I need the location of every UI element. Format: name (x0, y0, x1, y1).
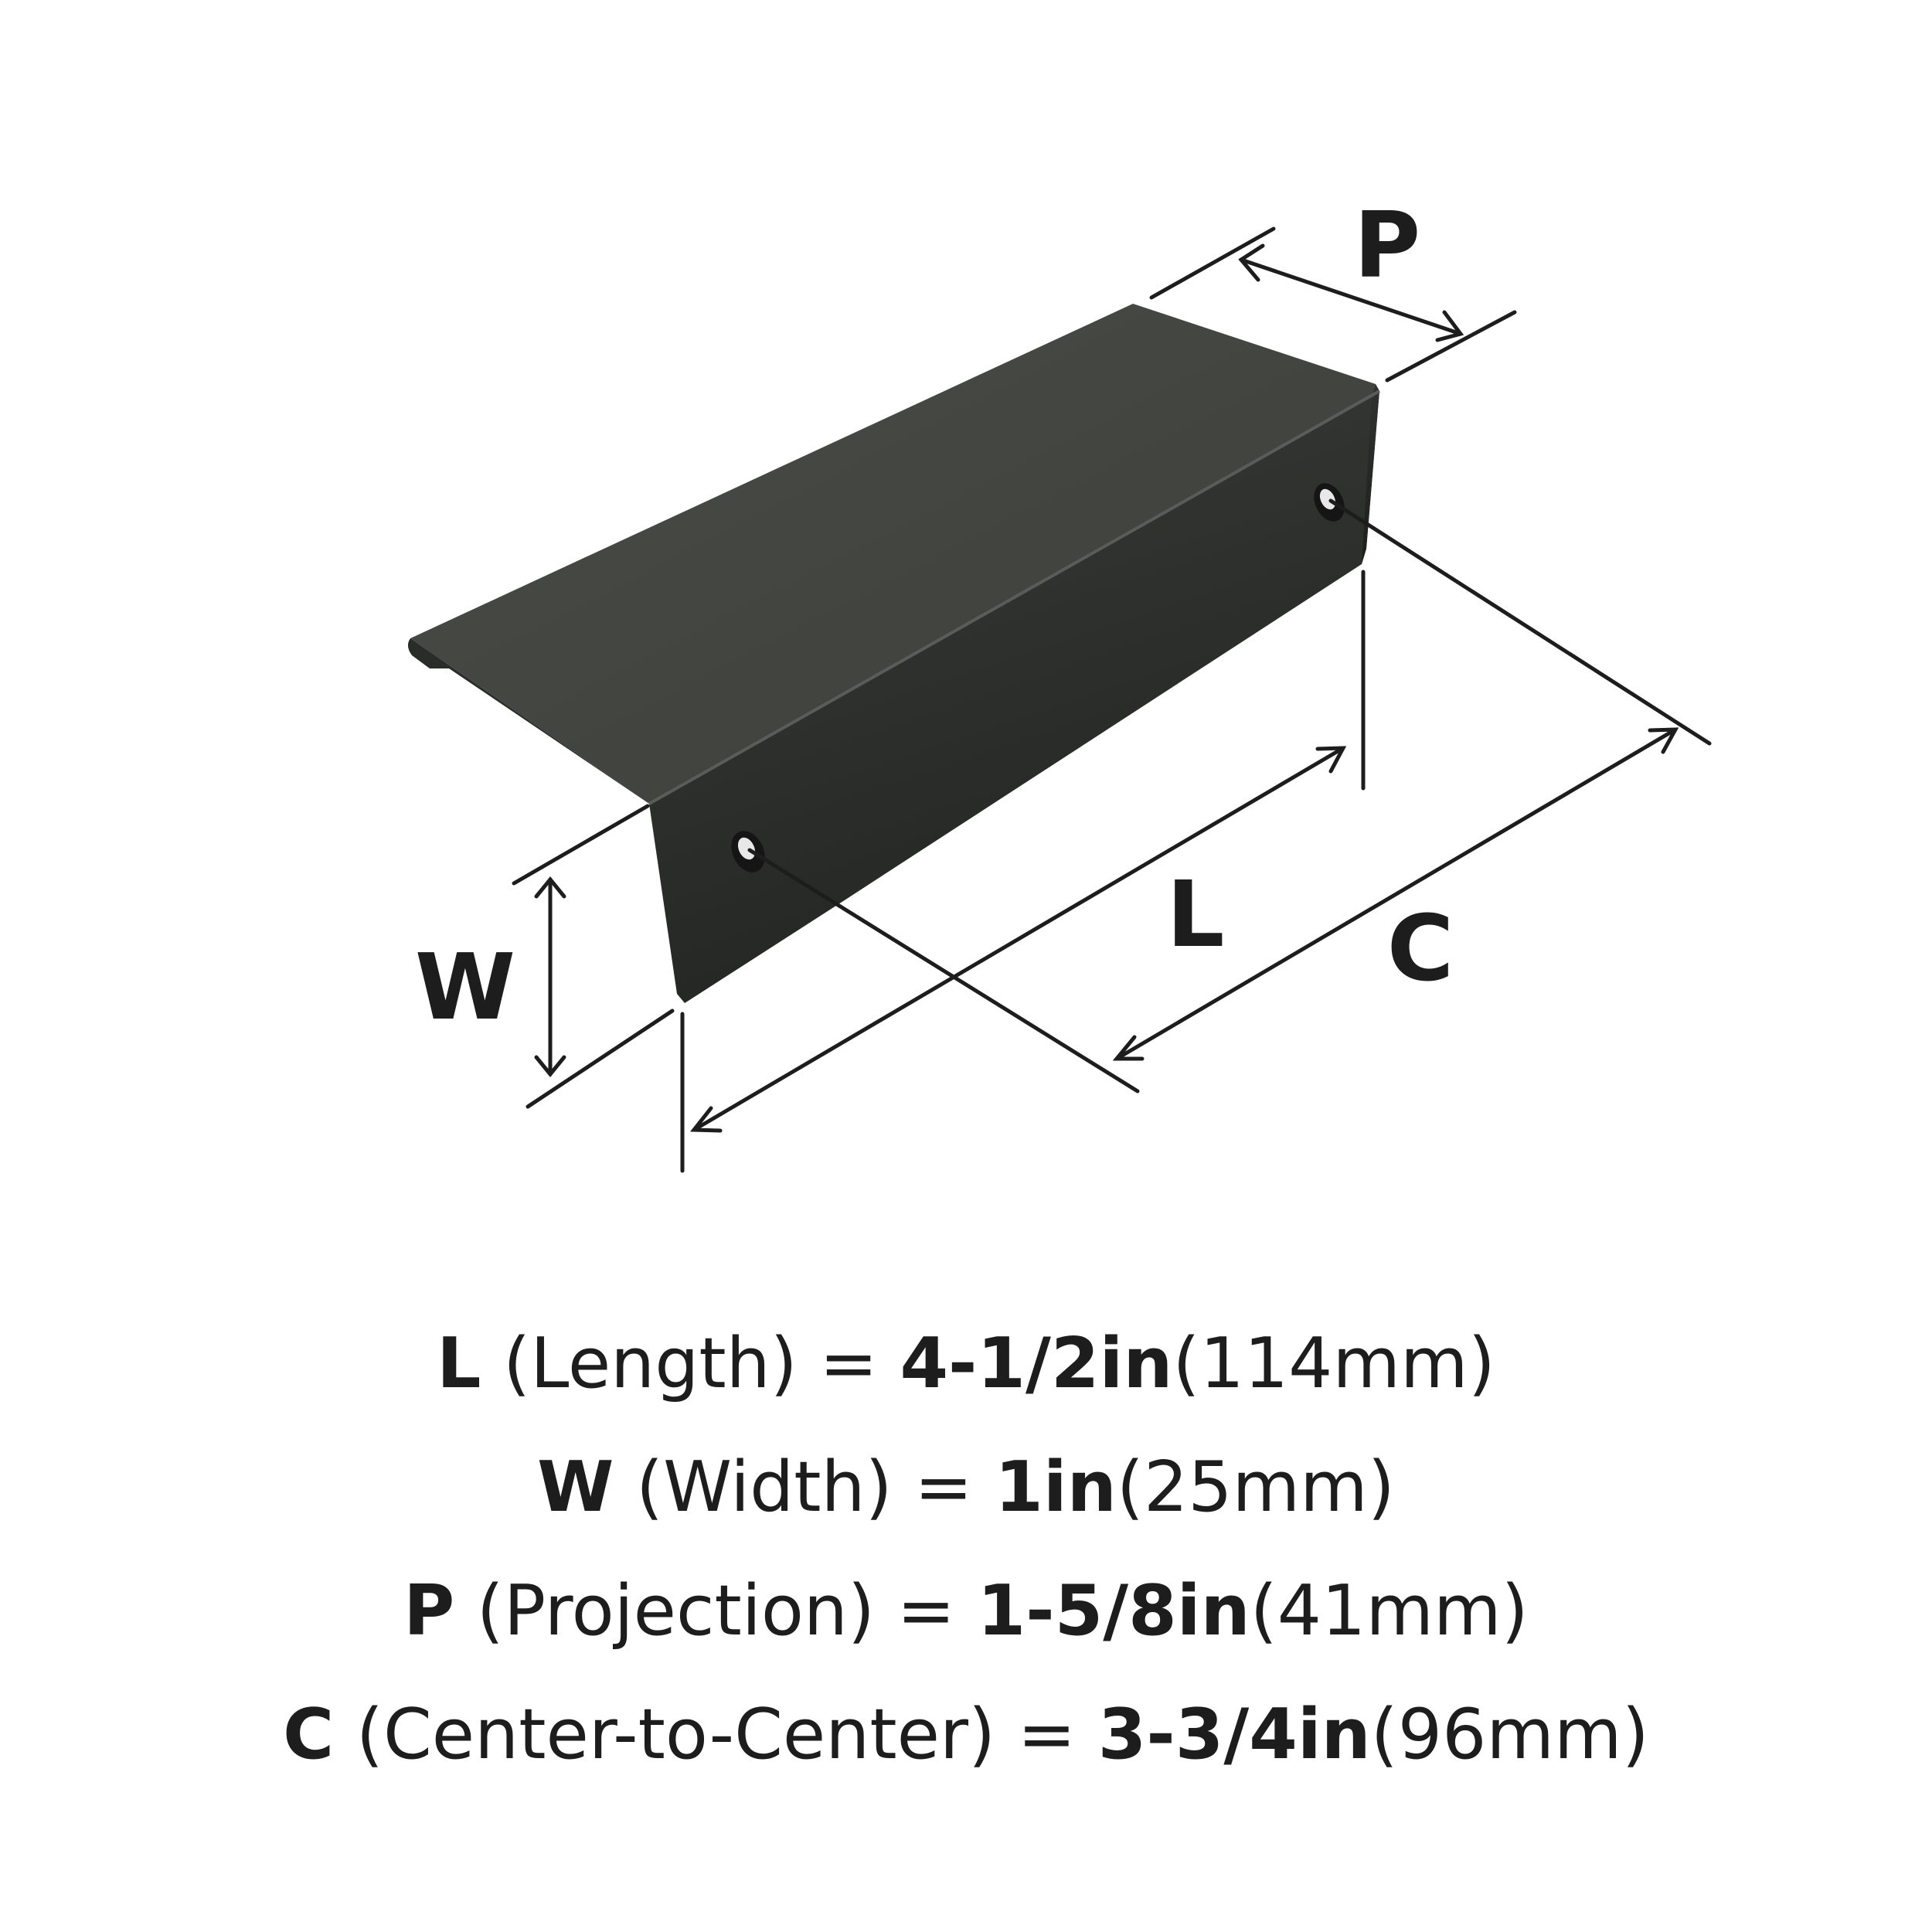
p-dimension-line (1239, 257, 1463, 336)
spec-metric: (114mm) (1172, 1323, 1495, 1404)
w-extension-line-bottom (526, 1009, 675, 1109)
spec-name: (Width) = (635, 1447, 973, 1528)
c-arrowhead-right (1648, 727, 1679, 754)
label-c: C (1387, 895, 1454, 1002)
spec-name: (Projection) = (476, 1570, 956, 1651)
p-extension-line-right (1385, 310, 1517, 383)
spec-key: W (537, 1447, 614, 1528)
l-arrowhead-right (1315, 746, 1347, 774)
c-dimension-line (1114, 727, 1678, 1061)
spec-metric: (25mm) (1116, 1447, 1395, 1528)
spec-row-width: W (Width) = 1in(25mm) (0, 1426, 1932, 1549)
label-w: W (415, 934, 515, 1040)
spec-value: 1in (995, 1447, 1117, 1528)
spec-row-length: L (Length) = 4-1/2in(114mm) (0, 1302, 1932, 1426)
spec-value: 4-1/2in (900, 1323, 1173, 1404)
specifications-list: L (Length) = 4-1/2in(114mm) W (Width) = … (0, 1302, 1932, 1797)
mounting-hole-right (1314, 483, 1345, 522)
handle-top-face (410, 304, 1379, 804)
label-l: L (1166, 861, 1224, 968)
w-arrowhead-top (534, 876, 566, 899)
w-arrowhead-bottom (534, 1055, 566, 1077)
spec-row-center-to-center: C (Center-to-Center) = 3-3/4in(96mm) (0, 1673, 1932, 1797)
dimension-lines (512, 226, 1712, 1173)
spec-row-projection: P (Projection) = 1-5/8in(41mm) (0, 1549, 1932, 1673)
handle-front-face (649, 391, 1379, 1003)
handle-end-face (1362, 384, 1379, 564)
handle-ridge-highlight (648, 389, 1380, 805)
spec-name: (Length) = (503, 1323, 878, 1404)
p-extension-line-left (1149, 226, 1276, 300)
spec-name: (Center-to-Center) = (355, 1694, 1077, 1775)
spec-key: P (403, 1570, 455, 1651)
w-extension-line-top (512, 804, 650, 886)
spec-value: 1-5/8in (977, 1570, 1250, 1651)
p-arrowhead-left (1238, 243, 1265, 282)
c-arrowhead-left (1112, 1035, 1145, 1061)
l-dimension-line (692, 746, 1345, 1132)
spec-metric: (41mm) (1250, 1570, 1529, 1651)
c-extension-line-right (1328, 498, 1712, 746)
spec-key: C (283, 1694, 335, 1775)
c-extension-line-left (747, 848, 1140, 1094)
spec-value: 3-3/4in (1097, 1694, 1371, 1775)
handle-lip-edge (407, 638, 649, 804)
label-p: P (1354, 192, 1420, 298)
spec-metric: (96mm) (1370, 1694, 1649, 1775)
mounting-hole-left (731, 831, 765, 872)
l-arrowhead-left (689, 1106, 723, 1133)
spec-key: L (437, 1323, 481, 1404)
p-arrowhead-right (1435, 310, 1464, 342)
edge-pull-illustration (407, 304, 1380, 1003)
